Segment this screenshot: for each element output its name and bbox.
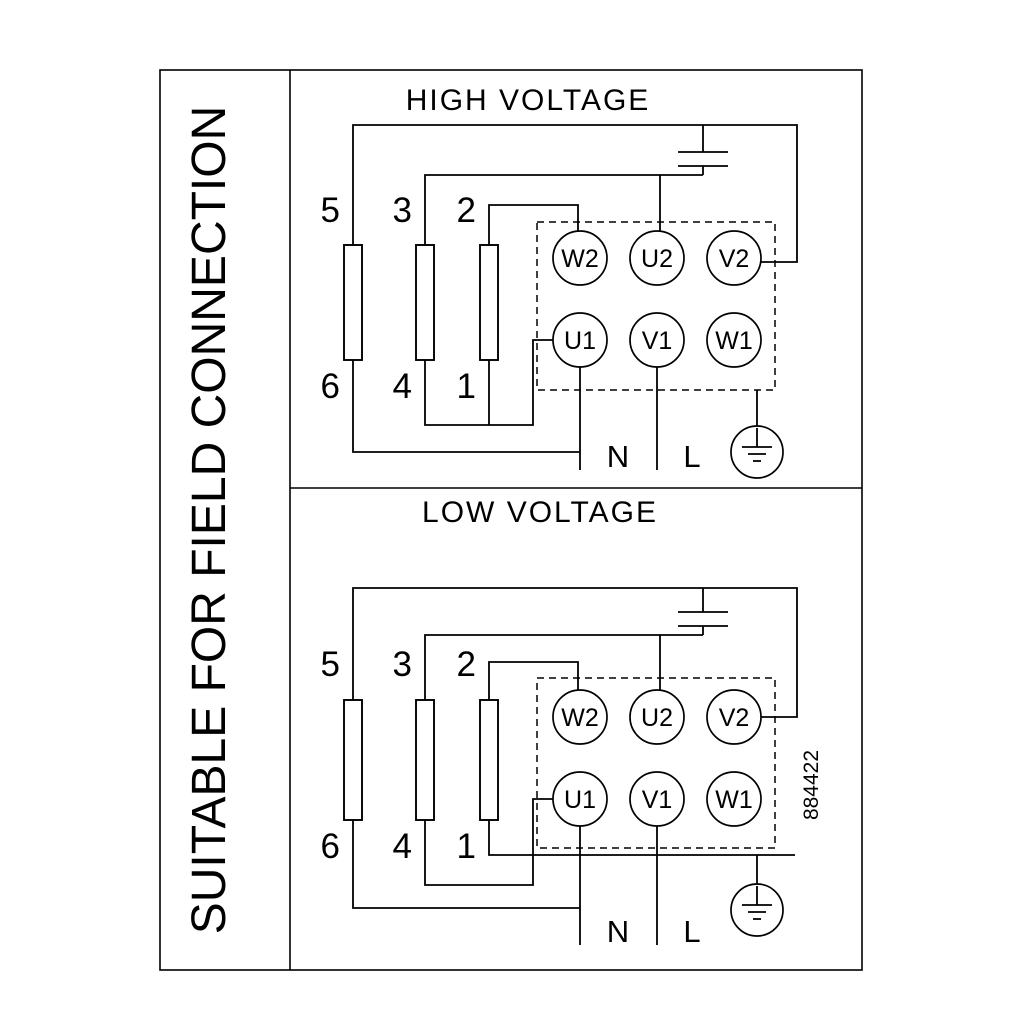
low-voltage-wiring [352, 587, 798, 945]
terminal-w2-label: W2 [561, 704, 599, 732]
wire-link1-to-ground [488, 820, 795, 856]
line-label: L [683, 914, 700, 949]
link-label-6: 6 [321, 367, 340, 406]
high-voltage-section: HIGH VOLTAGE 5 3 2 6 4 1 [321, 84, 798, 479]
terminal-u1: U1 [552, 771, 608, 827]
wire-link6-to-neutral [352, 360, 580, 453]
link-bar-3-4 [415, 699, 435, 821]
field-connection-label: SUITABLE FOR FIELD CONNECTION [183, 106, 236, 935]
terminal-u2: U2 [629, 230, 685, 286]
terminal-v2-label: V2 [719, 704, 750, 732]
wire-link3-to-u2 [424, 174, 703, 245]
terminal-v1-label: V1 [642, 327, 673, 355]
terminal-u2-label: U2 [641, 245, 673, 273]
terminal-u1: U1 [552, 312, 608, 368]
link-label-2: 2 [457, 645, 476, 684]
terminal-w1: W1 [706, 312, 762, 368]
wire-link4-to-u1 [424, 798, 553, 886]
link-bar-2-1 [479, 699, 499, 821]
terminal-u1-label: U1 [564, 327, 596, 355]
terminal-u2: U2 [629, 689, 685, 745]
link-bar-2-1 [479, 244, 499, 361]
terminal-v2: V2 [706, 230, 762, 286]
neutral-label: N [607, 439, 629, 474]
neutral-label: N [607, 914, 629, 949]
terminal-w1-label: W1 [715, 327, 753, 355]
drawing-number: 884422 [800, 750, 823, 820]
link-label-1: 1 [457, 367, 476, 406]
link-bar-5-6 [343, 244, 363, 361]
terminal-w2: W2 [552, 230, 608, 286]
high-voltage-wiring [352, 124, 798, 470]
link-label-2: 2 [457, 191, 476, 230]
terminal-w1: W1 [706, 771, 762, 827]
terminal-u1-label: U1 [564, 786, 596, 814]
wire-link5-to-v2 [352, 587, 798, 718]
wire-link6-to-neutral [352, 820, 580, 909]
wire-link4-to-u1 [424, 339, 553, 426]
link-label-5: 5 [321, 645, 340, 684]
low-voltage-title: LOW VOLTAGE [422, 496, 658, 529]
earth-ground-icon [730, 883, 784, 937]
link-label-3: 3 [393, 645, 412, 684]
link-label-4: 4 [393, 827, 412, 866]
terminal-w2-label: W2 [561, 245, 599, 273]
wire-link3-to-u2 [424, 634, 703, 700]
link-bar-3-4 [415, 244, 435, 361]
line-label: L [683, 439, 700, 474]
wire-link2-to-w2 [488, 204, 579, 245]
terminal-v1: V1 [629, 312, 685, 368]
outer-border [159, 69, 863, 971]
terminal-w1-label: W1 [715, 786, 753, 814]
terminal-v1: V1 [629, 771, 685, 827]
link-label-3: 3 [393, 191, 412, 230]
link-label-4: 4 [393, 367, 412, 406]
link-label-5: 5 [321, 191, 340, 230]
wire-link2-to-w2 [488, 661, 579, 700]
earth-ground-icon [730, 425, 784, 479]
terminal-v2-label: V2 [719, 245, 750, 273]
link-label-6: 6 [321, 827, 340, 866]
link-bar-5-6 [343, 699, 363, 821]
high-voltage-title: HIGH VOLTAGE [406, 84, 651, 117]
wire-link5-to-v2 [352, 124, 798, 263]
terminal-w2: W2 [552, 689, 608, 745]
terminal-v1-label: V1 [642, 786, 673, 814]
capacitor-symbol [678, 588, 728, 635]
link-label-1: 1 [457, 827, 476, 866]
capacitor-symbol [678, 125, 728, 175]
terminal-v2: V2 [706, 689, 762, 745]
low-voltage-section: LOW VOLTAGE 5 3 2 6 4 1 [321, 496, 798, 949]
terminal-u2-label: U2 [641, 704, 673, 732]
